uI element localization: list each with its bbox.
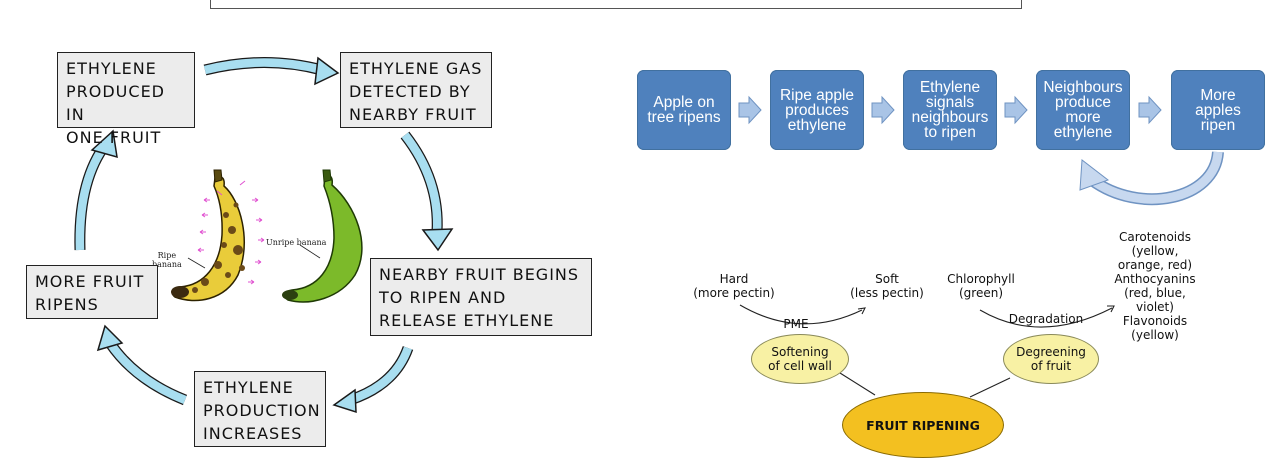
flow-step-1: Apple on tree ripens <box>637 70 731 150</box>
fruit-ripening-center: FRUIT RIPENING <box>842 392 1004 458</box>
label-degradation: Degradation <box>1008 312 1084 326</box>
cycle-arrow-left <box>74 129 118 251</box>
feedback-loop-arrow <box>1079 151 1224 206</box>
cycle-arrow-right <box>400 131 454 252</box>
label-hard: Hard (more pectin) <box>693 272 775 300</box>
unripe-banana-illustration <box>282 169 363 303</box>
cycle-arrow-top <box>203 56 340 86</box>
label-pme: PME <box>783 317 809 331</box>
ellipse-degreening: Degreening of fruit <box>1003 334 1099 384</box>
label-chlorophyll: Chlorophyll (green) <box>947 272 1015 300</box>
ripening-connectors <box>739 304 1115 398</box>
flow-step-3: Ethylene signals neighbours to ripen <box>903 70 997 150</box>
flow-step-5: More apples ripen <box>1171 70 1265 150</box>
ripe-banana-label: Ripe banana <box>152 251 182 269</box>
ripe-banana-illustration <box>171 169 265 302</box>
label-soft: Soft (less pectin) <box>850 272 924 300</box>
ellipse-softening: Softening of cell wall <box>751 334 849 384</box>
unripe-banana-label: Unripe banana <box>266 238 327 247</box>
cycle-arrow-bottom-left <box>96 324 188 406</box>
top-frame <box>210 0 1022 9</box>
chevron-arrow-icon <box>738 95 762 125</box>
box-gas-detected: ETHYLENE GAS DETECTED BY NEARBY FRUIT <box>340 52 492 128</box>
box-nearby-fruit-begins: NEARBY FRUIT BEGINS TO RIPEN AND RELEASE… <box>370 258 592 336</box>
box-production-increases: ETHYLENE PRODUCTION INCREASES <box>194 371 326 447</box>
box-more-fruit-ripens: MORE FRUIT RIPENS <box>26 265 158 319</box>
flow-step-4: Neighbours produce more ethylene <box>1036 70 1130 150</box>
chevron-arrow-icon <box>871 95 895 125</box>
box-ethylene-produced: ETHYLENE PRODUCED IN ONE FRUIT <box>57 52 195 147</box>
chevron-arrow-icon <box>1138 95 1162 125</box>
flow-step-2: Ripe apple produces ethylene <box>770 70 864 150</box>
label-pigments: Carotenoids (yellow, orange, red) Anthoc… <box>1114 230 1196 342</box>
chevron-arrow-icon <box>1004 95 1028 125</box>
cycle-arrow-bottom-right <box>332 345 414 414</box>
